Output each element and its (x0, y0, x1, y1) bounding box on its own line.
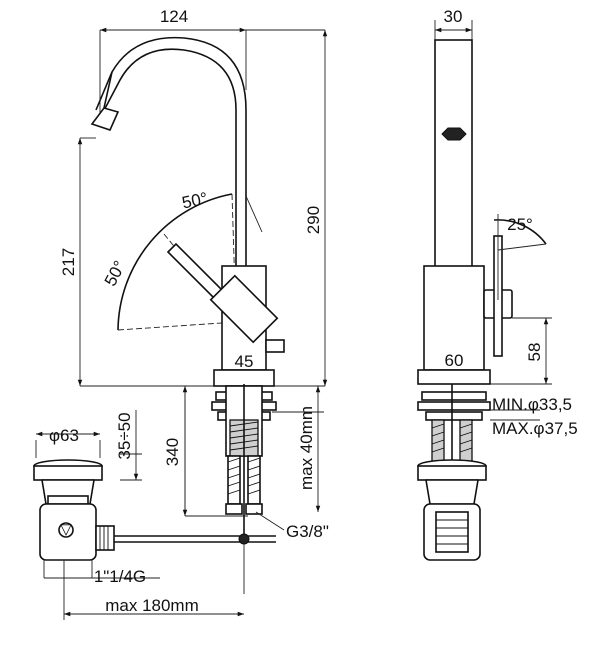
dim-max-hole: MAX.φ37,5 (492, 419, 578, 438)
dim-connection-thread: G3/8" (286, 522, 329, 541)
dim-min-hole: MIN.φ33,5 (492, 395, 572, 414)
dim-lever-height: 58 (525, 343, 544, 362)
svg-text:▽: ▽ (60, 521, 72, 538)
dim-lever-angle-side: 25° (507, 215, 533, 234)
front-view: 124 217 290 50° 50° 45 (59, 7, 329, 594)
dim-max-deck: max 40mm (297, 406, 316, 490)
dim-spout-height: 217 (59, 248, 78, 276)
dim-total-height: 290 (304, 206, 323, 234)
dim-lever-angle-top: 50° (180, 189, 209, 213)
dim-waste-thread: 1"1/4G (94, 567, 146, 586)
dim-waste-diameter: φ63 (49, 426, 79, 445)
dim-tail-length: 340 (163, 438, 182, 466)
waste-drain: φ63 ▽ 35÷50 1"1/4G max 180mm (33, 410, 244, 620)
dim-max-rod: max 180mm (105, 596, 199, 615)
dim-lever-angle-left: 50° (101, 258, 130, 290)
dim-body-width-side: 30 (444, 7, 463, 26)
side-view: 30 25° 58 60 MIN.φ33,5 MAX.φ37,5 (417, 7, 578, 561)
dim-base-front: 45 (235, 352, 254, 371)
dim-base-side: 60 (445, 351, 464, 370)
threaded-rod-side (431, 419, 473, 463)
dim-waste-height: 35÷50 (115, 412, 134, 459)
dim-spout-reach: 124 (160, 7, 188, 26)
